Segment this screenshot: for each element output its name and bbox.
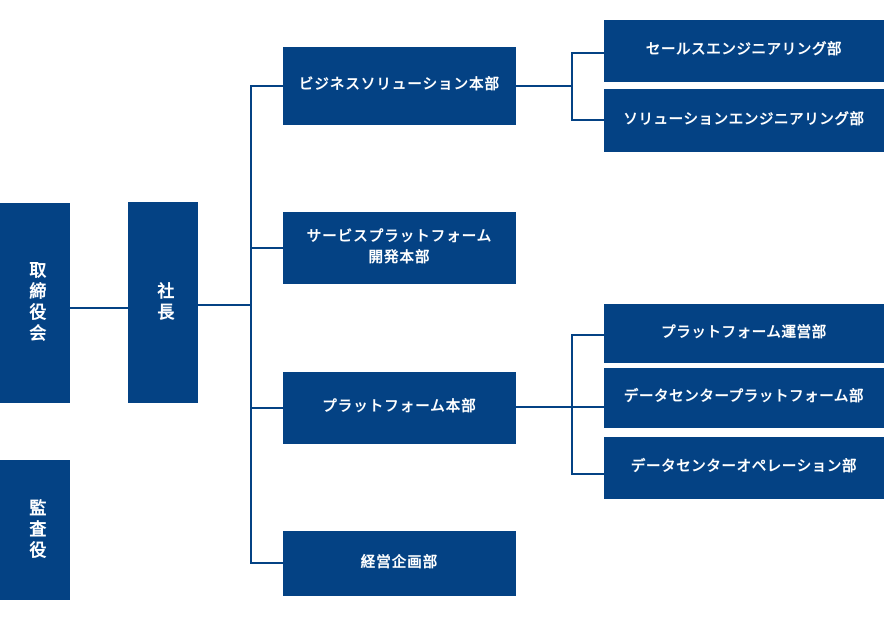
connector-business-solution-stub [516,85,573,87]
node-business-solution-division[interactable]: ビジネスソリューション本部 [283,47,516,125]
connector-business-solution-trunk [571,52,573,120]
connector-to-solution-engineering [571,119,604,121]
node-president[interactable]: 社長 [128,202,198,403]
connector-trunk-to-platform [250,407,283,409]
node-board-of-directors-label: 取締役会 [26,261,46,345]
node-sales-engineering-department-label: セールスエンジニアリング部 [645,42,843,59]
node-service-platform-development-division-label: サービスプラットフォーム 開発本部 [306,228,493,266]
node-data-center-platform-department-label: データセンタープラットフォーム部 [623,389,865,406]
node-sales-engineering-department[interactable]: セールスエンジニアリング部 [604,20,884,82]
connector-platform-stub [516,406,573,408]
node-platform-division-label: プラットフォーム本部 [322,399,477,416]
connector-to-dc-operation [571,473,604,475]
node-board-of-directors[interactable]: 取締役会 [0,203,70,403]
connector-main-trunk [250,85,252,564]
node-platform-division[interactable]: プラットフォーム本部 [283,372,516,444]
node-data-center-operation-department[interactable]: データセンターオペレーション部 [604,437,884,499]
connector-trunk-to-corporate-planning [250,562,283,564]
node-corporate-planning-department[interactable]: 経営企画部 [283,531,516,596]
node-auditor[interactable]: 監査役 [0,460,70,600]
node-service-platform-development-division[interactable]: サービスプラットフォーム 開発本部 [283,212,516,284]
node-corporate-planning-department-label: 経営企画部 [360,554,439,571]
node-data-center-platform-department[interactable]: データセンタープラットフォーム部 [604,368,884,428]
node-solution-engineering-department[interactable]: ソリューションエンジニアリング部 [604,89,884,152]
node-president-label: 社長 [154,281,174,324]
connector-trunk-to-service-platform [250,247,283,249]
connector-to-platform-operation [571,334,604,336]
node-auditor-label: 監査役 [26,498,46,562]
node-business-solution-division-label: ビジネスソリューション本部 [298,77,501,94]
connector-president-stub [198,304,252,306]
node-platform-operation-department-label: プラットフォーム運営部 [661,324,827,341]
connector-board-to-president [70,307,128,309]
node-data-center-operation-department-label: データセンターオペレーション部 [630,459,858,476]
node-solution-engineering-department-label: ソリューションエンジニアリング部 [623,111,865,128]
connector-trunk-to-business-solution [250,85,283,87]
connector-to-sales-engineering [571,52,604,54]
connector-platform-trunk [571,334,573,474]
node-platform-operation-department[interactable]: プラットフォーム運営部 [604,304,884,363]
connector-to-dc-platform [571,406,604,408]
